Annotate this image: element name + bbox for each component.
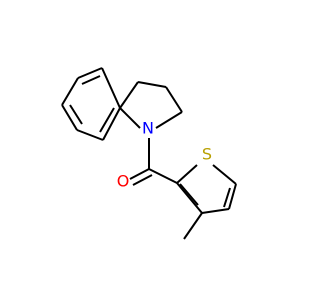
nitrogen-atom-label: N [142, 119, 154, 138]
bond-benzene-2 [61, 77, 79, 106]
bond-benzene-3 [61, 104, 78, 131]
bond-thiophene-c5-c4-inner [223, 187, 231, 208]
bond-ring-n-c8a [119, 107, 141, 129]
benzene-ring [61, 67, 121, 141]
molecule-structure: N O S [61, 67, 237, 240]
bond-thiophene-c4-c3 [201, 208, 230, 214]
bond-benzene-1-inner [81, 75, 101, 85]
bond-carbonyl-thiophene [148, 168, 178, 184]
bond-carbonyl-oxygen-2 [132, 174, 153, 186]
amide-group [129, 138, 178, 186]
bond-thiophene-c3-c2 [176, 182, 203, 214]
thiophene-ring [176, 164, 237, 240]
bond-benzene-3-inner [69, 104, 83, 125]
bond-thiophene-c3-c2-inner [179, 183, 199, 206]
bond-thiophene-c2-s [176, 164, 198, 184]
bond-ring-c2-n [155, 111, 183, 129]
bond-ring-c4a-c4 [119, 81, 139, 109]
oxygen-atom-label: O [117, 172, 130, 191]
bond-benzene-5 [102, 107, 121, 141]
bond-thiophene-c5-c4 [228, 183, 237, 210]
bond-benzene-1 [77, 67, 103, 79]
bond-ring-c3-c2 [165, 86, 183, 113]
piperidine-ring [119, 81, 183, 129]
bond-benzene-5-inner [99, 107, 115, 133]
bond-thiophene-s-c5 [212, 164, 237, 185]
bond-methyl [183, 212, 203, 240]
bond-ring-c4-c3 [137, 81, 167, 88]
bond-benzene-4 [76, 129, 104, 141]
sulfur-atom-label: S [202, 145, 212, 164]
bond-benzene-6 [101, 67, 121, 109]
molecule-canvas: N O S [61, 67, 237, 240]
bond-carbonyl-oxygen-1 [129, 168, 150, 180]
